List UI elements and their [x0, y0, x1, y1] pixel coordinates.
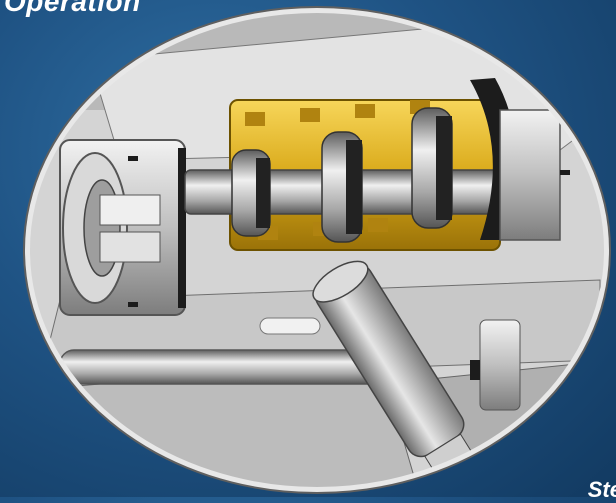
page-title: Operation [4, 0, 141, 17]
step-caption: Ste [587, 477, 616, 502]
